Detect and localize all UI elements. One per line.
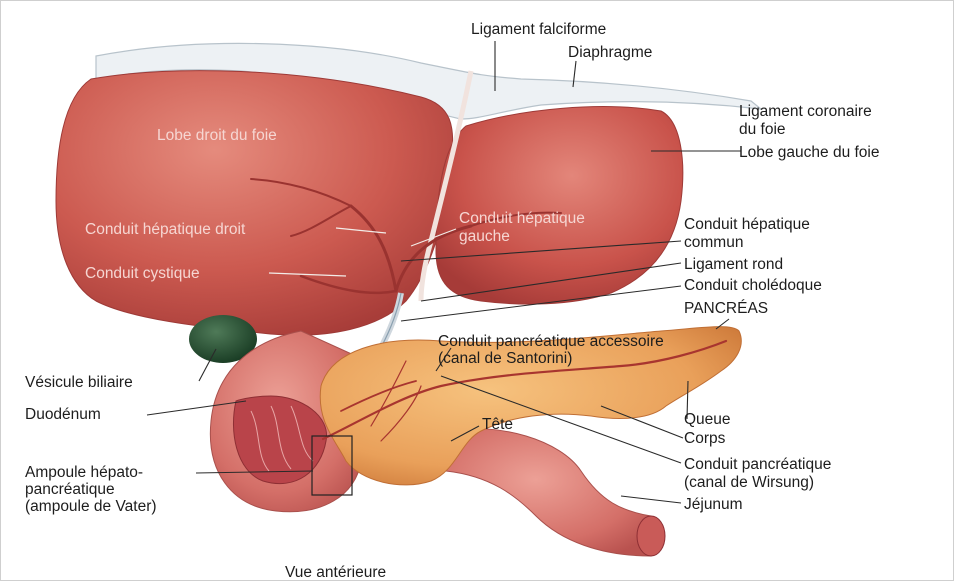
label-lobe-gauche: Lobe gauche du foie bbox=[739, 144, 879, 161]
label-pancreas: PANCRÉAS bbox=[684, 300, 768, 317]
jejunum-opening bbox=[637, 516, 665, 556]
label-conduit-hepatique-droit: Conduit hépatique droit bbox=[85, 221, 246, 238]
liver-right-lobe bbox=[56, 71, 453, 336]
label-ampoule-3: (ampoule de Vater) bbox=[25, 498, 157, 515]
label-conduit-cystique: Conduit cystique bbox=[85, 265, 200, 282]
label-wirsung-1: Conduit pancréatique bbox=[684, 456, 831, 473]
label-ligament-rond: Ligament rond bbox=[684, 256, 783, 273]
label-conduit-hepatique-commun-1: Conduit hépatique bbox=[684, 216, 810, 233]
label-conduit-hepatique-gauche-2: gauche bbox=[459, 228, 510, 245]
label-corps: Corps bbox=[684, 430, 726, 447]
caption: Vue antérieure bbox=[285, 564, 386, 581]
label-conduit-hepatique-gauche-1: Conduit hépatique bbox=[459, 210, 585, 227]
label-ligament-coronaire-1: Ligament coronaire bbox=[739, 103, 872, 120]
label-ligament-coronaire-2: du foie bbox=[739, 121, 786, 138]
jejunum bbox=[441, 428, 651, 556]
label-queue: Queue bbox=[684, 411, 731, 428]
label-santorini-1: Conduit pancréatique accessoire bbox=[438, 333, 664, 350]
label-ampoule-2: pancréatique bbox=[25, 481, 115, 498]
label-santorini-2: (canal de Santorini) bbox=[438, 350, 572, 367]
liver-left-lobe bbox=[436, 107, 683, 304]
label-tete: Tête bbox=[482, 416, 513, 433]
label-lobe-droit: Lobe droit du foie bbox=[157, 127, 277, 144]
label-wirsung-2: (canal de Wirsung) bbox=[684, 474, 814, 491]
label-jejunum: Jéjunum bbox=[684, 496, 743, 513]
label-diaphragme: Diaphragme bbox=[568, 44, 652, 61]
label-duodenum: Duodénum bbox=[25, 406, 101, 423]
label-conduit-choledoque: Conduit cholédoque bbox=[684, 277, 822, 294]
label-vesicule: Vésicule biliaire bbox=[25, 374, 133, 391]
label-ampoule-1: Ampoule hépato- bbox=[25, 464, 143, 481]
label-conduit-hepatique-commun-2: commun bbox=[684, 234, 743, 251]
label-ligament-falciforme: Ligament falciforme bbox=[471, 21, 606, 38]
